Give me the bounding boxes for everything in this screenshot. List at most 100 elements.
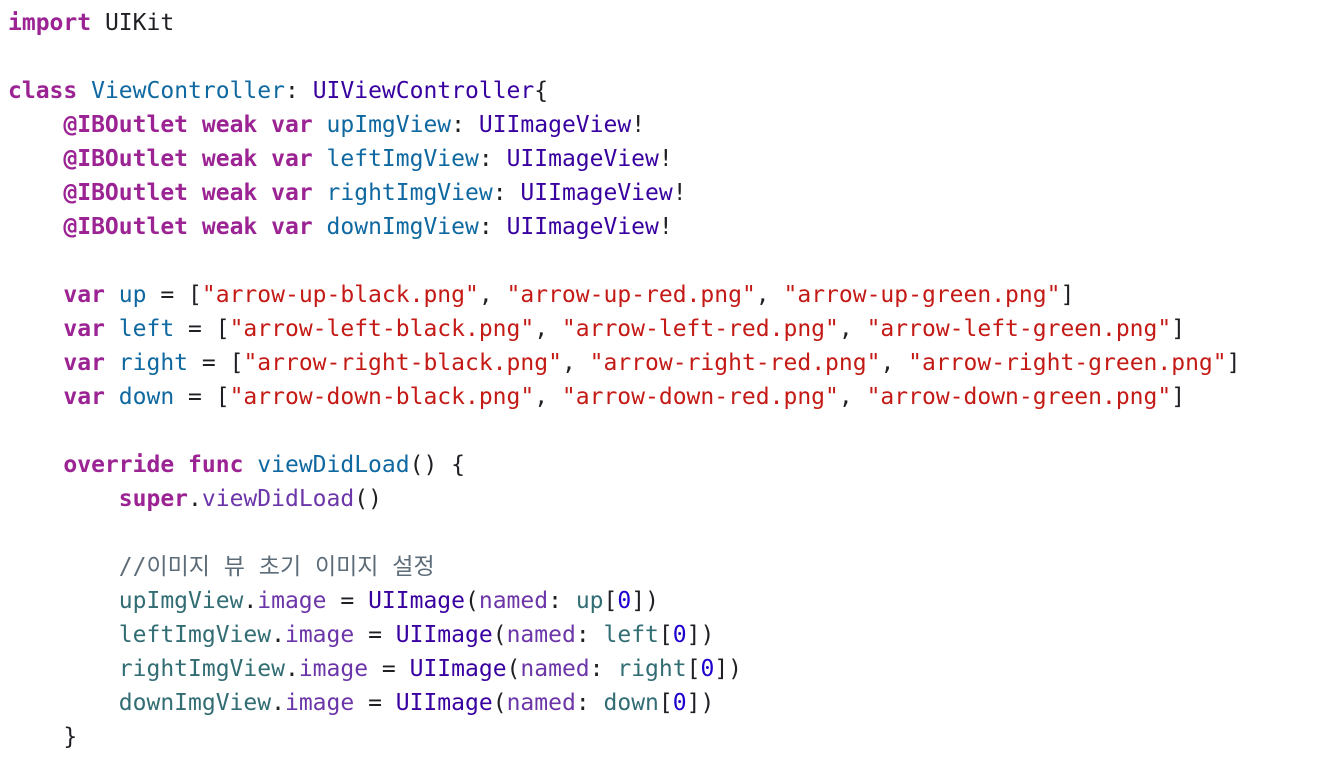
code-token-plain: } (8, 724, 78, 750)
code-token-plain: , (880, 350, 909, 376)
code-token-decl: leftImgView (326, 146, 479, 172)
code-token-plain: () (354, 486, 382, 512)
code-line: var down = ["arrow-down-black.png", "arr… (8, 380, 1338, 414)
code-token-keyword: var (63, 384, 105, 410)
code-token-plain: ( (492, 690, 507, 716)
code-token-plain: ! (658, 146, 673, 172)
code-token-ident: down (603, 690, 659, 716)
code-token-plain: , (478, 282, 507, 308)
code-token-plain: , (838, 384, 867, 410)
code-token-member: named (478, 588, 549, 614)
code-token-plain: : (575, 690, 604, 716)
code-token-keyword: var (271, 112, 313, 138)
code-token-plain: . (284, 656, 299, 682)
code-token-plain (77, 78, 91, 104)
code-token-plain: . (271, 622, 285, 648)
code-token-decl: left (118, 316, 175, 342)
code-token-type: UIImage (368, 588, 465, 614)
code-token-type: UIImageView (478, 112, 632, 138)
code-token-plain: ] (1171, 384, 1186, 410)
code-token-plain: , (534, 384, 562, 410)
code-token-plain (8, 350, 63, 376)
code-token-keyword: @IBOutlet (63, 214, 189, 240)
code-token-plain (8, 554, 119, 580)
code-token-plain: ! (658, 214, 673, 240)
code-editor[interactable]: import UIKit class ViewController: UIView… (8, 6, 1338, 766)
code-token-plain (313, 112, 327, 138)
code-token-plain (313, 214, 327, 240)
code-token-keyword: @IBOutlet (63, 180, 189, 206)
code-token-decl: up (118, 282, 147, 308)
code-token-plain (243, 452, 257, 478)
code-token-ident: upImgView (118, 588, 244, 614)
code-token-keyword: import (8, 10, 92, 36)
code-token-plain: ]) (631, 588, 659, 614)
code-line: } (8, 720, 1338, 754)
code-token-plain: ( (492, 622, 507, 648)
code-token-plain (8, 316, 63, 342)
code-token-keyword: weak (201, 146, 258, 172)
code-line (8, 244, 1338, 278)
code-token-plain (8, 282, 63, 308)
code-token-plain: ]) (714, 656, 743, 682)
code-token-number: 0 (672, 690, 687, 716)
code-token-plain: . (243, 588, 258, 614)
code-token-plain (8, 486, 119, 512)
code-line: @IBOutlet weak var leftImgView: UIImageV… (8, 142, 1338, 176)
code-token-string: "arrow-up-red.png" (506, 282, 756, 308)
code-token-plain (313, 180, 327, 206)
code-token-plain: . (271, 690, 285, 716)
code-line: upImgView.image = UIImage(named: up[0]) (8, 584, 1338, 618)
code-token-plain: = [ (174, 384, 230, 410)
code-token-plain: . (188, 486, 202, 512)
code-token-comment: //이미지 뷰 초기 이미지 설정 (118, 554, 435, 580)
code-token-decl: right (118, 350, 189, 376)
code-token-plain (105, 384, 119, 410)
code-token-member: image (298, 656, 369, 682)
code-token-keyword: var (63, 316, 105, 342)
code-line: class ViewController: UIViewController{ (8, 74, 1338, 108)
code-token-plain (8, 656, 119, 682)
code-token-plain (313, 146, 327, 172)
code-token-string: "arrow-left-green.png" (866, 316, 1172, 342)
code-line: import UIKit (8, 6, 1338, 40)
code-token-plain: : (589, 656, 618, 682)
code-token-keyword: func (188, 452, 244, 478)
code-token-plain (8, 180, 63, 206)
code-token-plain (257, 112, 271, 138)
code-token-type: UIImageView (506, 146, 659, 172)
code-token-string: "arrow-right-black.png" (243, 350, 562, 376)
code-token-plain: ]) (686, 690, 715, 716)
code-token-keyword: weak (201, 214, 258, 240)
code-line: var left = ["arrow-left-black.png", "arr… (8, 312, 1338, 346)
code-token-plain: ] (1060, 282, 1075, 308)
code-token-plain: ( (506, 656, 521, 682)
code-line: //이미지 뷰 초기 이미지 설정 (8, 550, 1338, 584)
code-token-number: 0 (700, 656, 715, 682)
code-token-plain: , (838, 316, 867, 342)
code-token-type: UIViewController (312, 78, 535, 104)
code-token-type-decl: ViewController (91, 78, 285, 104)
code-token-ident: up (575, 588, 604, 614)
code-token-keyword: super (118, 486, 189, 512)
code-token-keyword: @IBOutlet (63, 146, 189, 172)
code-token-type: UIImageView (506, 214, 659, 240)
code-token-plain: [ (658, 690, 673, 716)
code-token-keyword: weak (201, 112, 258, 138)
code-token-plain: [ (658, 622, 673, 648)
code-token-plain (257, 180, 271, 206)
code-token-plain: ] (1226, 350, 1241, 376)
code-token-member: image (284, 690, 355, 716)
code-token-plain (188, 146, 202, 172)
code-token-string: "arrow-down-green.png" (866, 384, 1172, 410)
code-token-plain: = (326, 588, 369, 614)
code-token-string: "arrow-left-red.png" (561, 316, 839, 342)
code-token-plain: : (575, 622, 604, 648)
code-token-string: "arrow-right-green.png" (908, 350, 1227, 376)
code-line: var up = ["arrow-up-black.png", "arrow-u… (8, 278, 1338, 312)
code-line: super.viewDidLoad() (8, 482, 1338, 516)
code-token-plain: = [ (174, 316, 230, 342)
code-token-decl: down (118, 384, 175, 410)
code-token-string: "arrow-down-red.png" (561, 384, 839, 410)
code-token-member: image (284, 622, 355, 648)
